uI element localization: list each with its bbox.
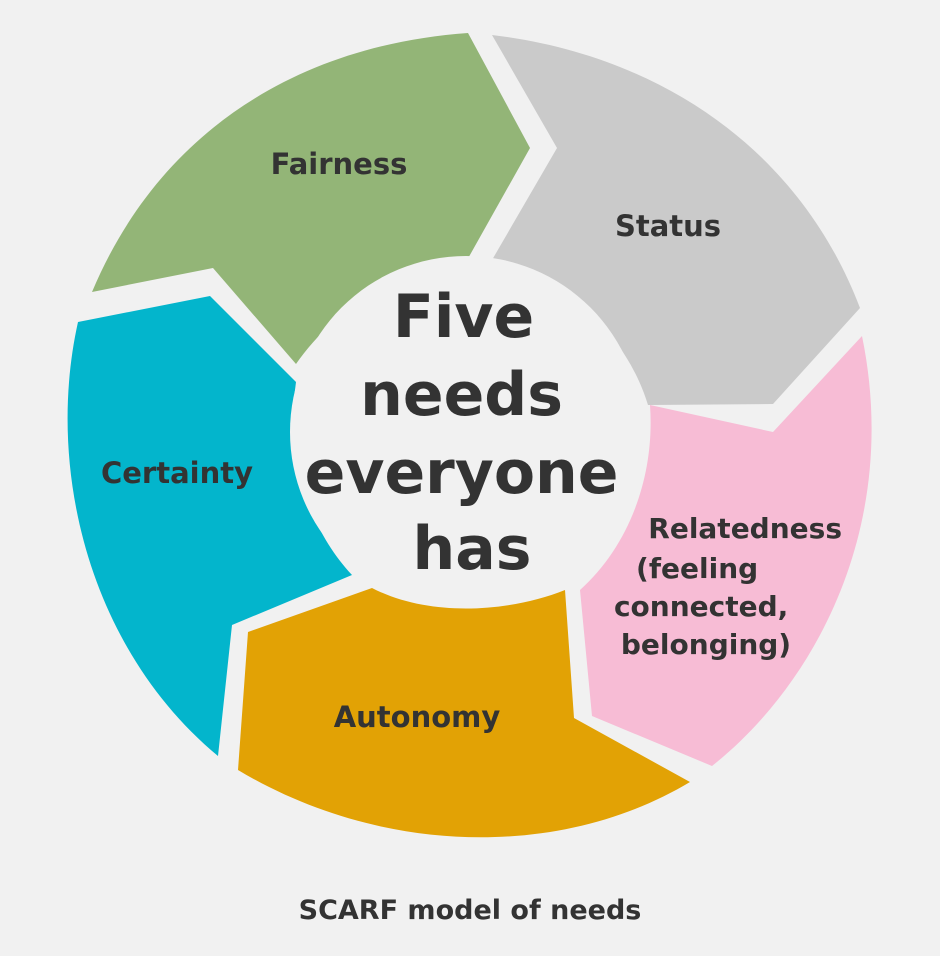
segment-relatedness	[580, 336, 872, 766]
segment-autonomy	[238, 588, 690, 838]
segment-label-status: Status	[615, 209, 721, 243]
segment-label-fairness: Fairness	[271, 147, 408, 181]
segment-label-certainty: Certainty	[101, 456, 253, 490]
segment-label-autonomy: Autonomy	[334, 700, 501, 734]
caption: SCARF model of needs	[298, 895, 642, 926]
center-title: Five needs everyone has	[305, 282, 640, 584]
center-circle	[290, 256, 642, 608]
segment-certainty	[67, 296, 353, 756]
segment-label-relatedness: Relatedness (feeling connected, belongin…	[614, 512, 852, 661]
segment-fairness	[92, 33, 530, 364]
segment-status	[492, 35, 860, 405]
